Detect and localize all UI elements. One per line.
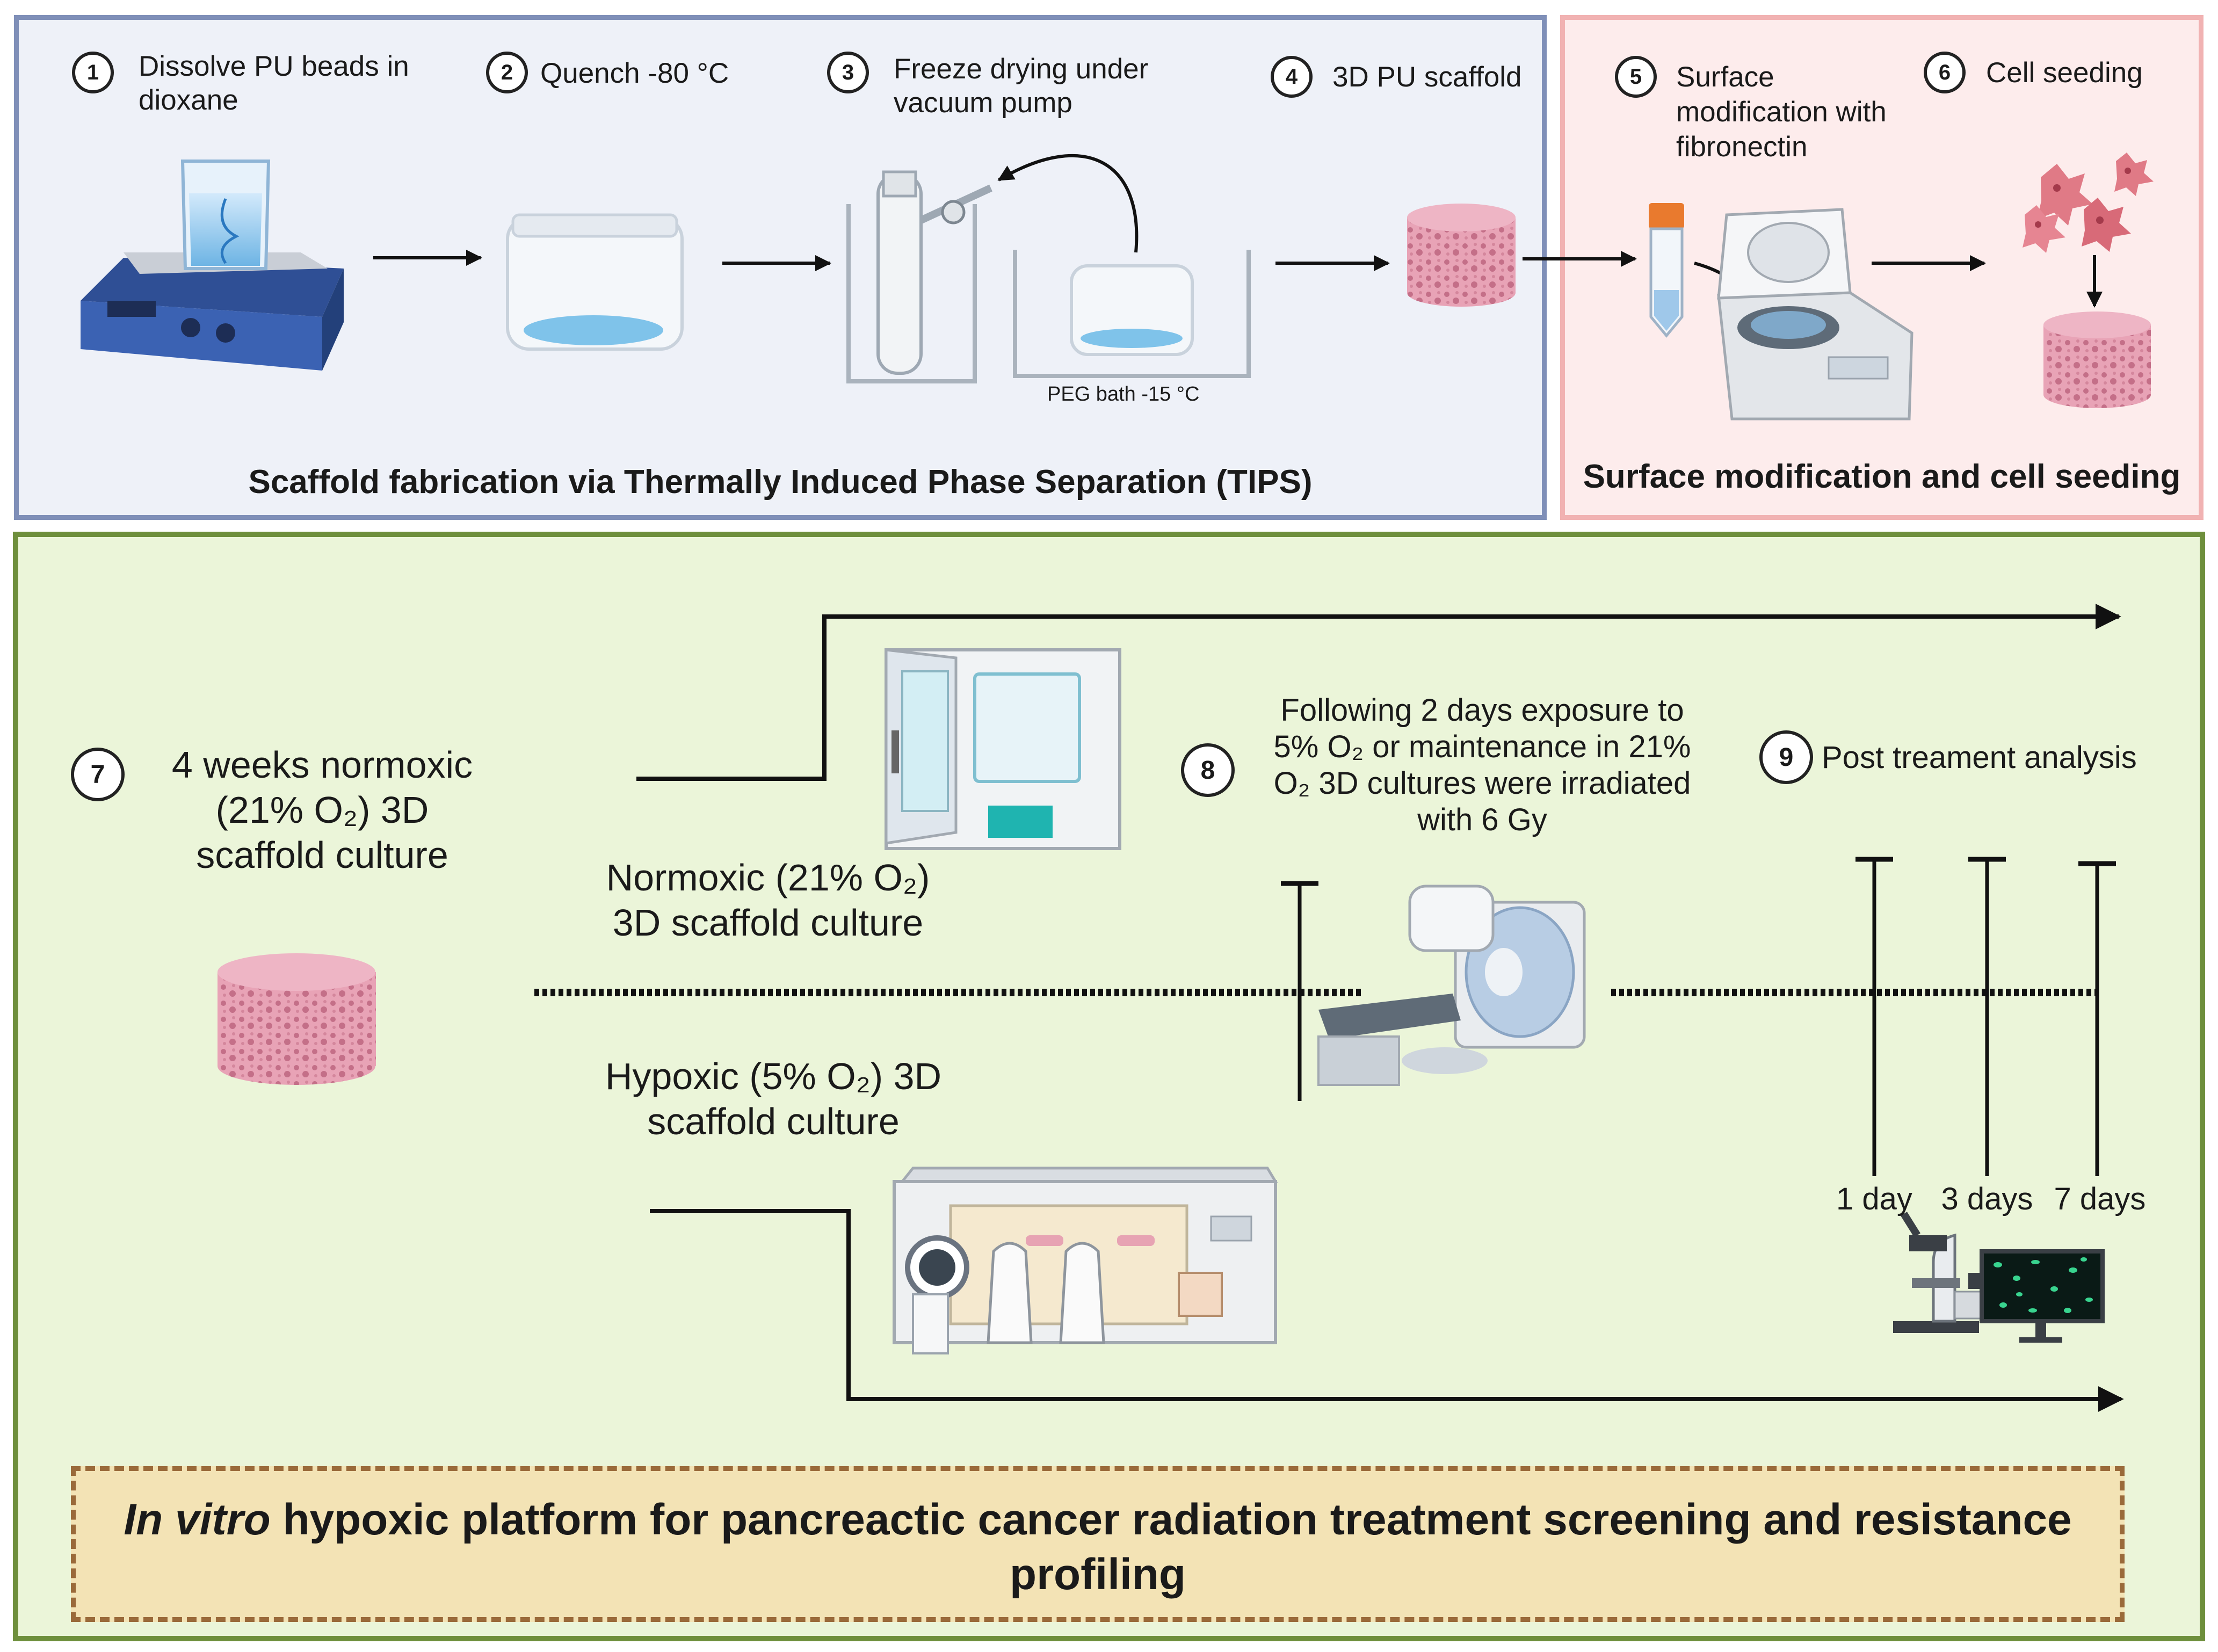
glass-jar-icon bbox=[506, 213, 684, 351]
tips-panel-title: Scaffold fabrication via Thermally Induc… bbox=[248, 463, 1313, 501]
incubator-icon bbox=[885, 648, 1121, 850]
monitor-icon bbox=[1980, 1249, 2105, 1343]
step-1-badge: 1 bbox=[72, 52, 114, 93]
banner-title-italic: In vitro bbox=[124, 1495, 271, 1544]
hypoxic-label-line1: Hypoxic (5% O₂) 3D bbox=[605, 1055, 942, 1097]
step-7-badge: 7 bbox=[71, 748, 125, 801]
step-3-label-line2: vacuum pump bbox=[894, 87, 1072, 119]
step-7-label-line2: (21% O₂) 3D bbox=[215, 789, 429, 831]
linear-accelerator-icon bbox=[1317, 885, 1586, 1086]
hotplate-stirrer-icon bbox=[81, 252, 344, 371]
step-2-label: Quench -80 °C bbox=[540, 57, 729, 89]
step-9-badge: 9 bbox=[1759, 730, 1813, 784]
scaffold-cylinder-icon bbox=[218, 953, 376, 1085]
step-9-label: Post treament analysis bbox=[1822, 740, 2137, 775]
step-6-label: Cell seeding bbox=[1986, 57, 2143, 89]
beaker-icon bbox=[180, 160, 271, 270]
hypoxia-glovebox-icon bbox=[893, 1166, 1278, 1354]
scaffold-cylinder-icon bbox=[2043, 311, 2151, 408]
platform-banner: In vitro hypoxic platform for pancreacti… bbox=[71, 1466, 2125, 1622]
timepoint-label-1: 1 day bbox=[1836, 1182, 1912, 1216]
step-5-label-line1: Surface bbox=[1676, 61, 1774, 93]
step-1-label-line2: dioxane bbox=[139, 84, 238, 116]
microscope-icon bbox=[1893, 1212, 1988, 1333]
step-5-label-line3: fibronectin bbox=[1676, 131, 1808, 163]
step-8-label-line3: O₂ 3D cultures were irradiated bbox=[1273, 766, 1691, 801]
step-3-badge: 3 bbox=[827, 52, 869, 93]
normoxic-label-line1: Normoxic (21% O₂) bbox=[606, 857, 930, 899]
peg-bath-jar-icon bbox=[1013, 250, 1251, 378]
step-7-label-line1: 4 weeks normoxic bbox=[171, 744, 473, 786]
step-1-label-line1: Dissolve PU beads in bbox=[139, 50, 409, 82]
surface-panel-title: Surface modification and cell seeding bbox=[1583, 458, 2181, 495]
scaffold-cylinder-icon bbox=[1407, 204, 1516, 307]
step-8-label-line2: 5% O₂ or maintenance in 21% bbox=[1273, 729, 1691, 764]
centrifuge-icon bbox=[1717, 208, 1913, 421]
step-8-label-line4: with 6 Gy bbox=[1417, 802, 1547, 837]
step-4-label: 3D PU scaffold bbox=[1332, 61, 1522, 93]
banner-title: In vitro hypoxic platform for pancreacti… bbox=[76, 1492, 2120, 1602]
step-6-badge: 6 bbox=[1924, 52, 1966, 93]
timepoint-label-2: 3 days bbox=[1941, 1182, 2033, 1216]
banner-title-rest: hypoxic platform for pancreactic cancer … bbox=[270, 1495, 2072, 1599]
vacuum-arrow bbox=[997, 154, 1139, 253]
step-5-label-line2: modification with bbox=[1676, 96, 1887, 128]
falcon-tube-icon bbox=[1649, 203, 1684, 338]
step-3-label-line1: Freeze drying under bbox=[894, 53, 1149, 85]
hypoxic-label-line2: scaffold culture bbox=[647, 1100, 900, 1142]
step-2-badge: 2 bbox=[486, 52, 528, 93]
step-8-label-line1: Following 2 days exposure to bbox=[1280, 693, 1684, 728]
hypoxic-path-arrow bbox=[650, 1209, 2124, 1412]
peg-bath-label: PEG bath -15 °C bbox=[1047, 383, 1200, 405]
normoxic-path-arrow bbox=[636, 604, 2121, 781]
step-4-badge: 4 bbox=[1271, 56, 1313, 98]
cells-icon bbox=[2023, 153, 2154, 253]
timepoint-label-3: 7 days bbox=[2054, 1182, 2146, 1216]
normoxic-label-line2: 3D scaffold culture bbox=[612, 902, 924, 944]
step-8-badge: 8 bbox=[1181, 743, 1235, 797]
timepoint-markers bbox=[1855, 857, 2116, 1176]
freeze-dryer-flask-icon bbox=[846, 170, 992, 383]
step-7-label-line3: scaffold culture bbox=[196, 834, 448, 876]
step-5-badge: 5 bbox=[1615, 56, 1657, 98]
